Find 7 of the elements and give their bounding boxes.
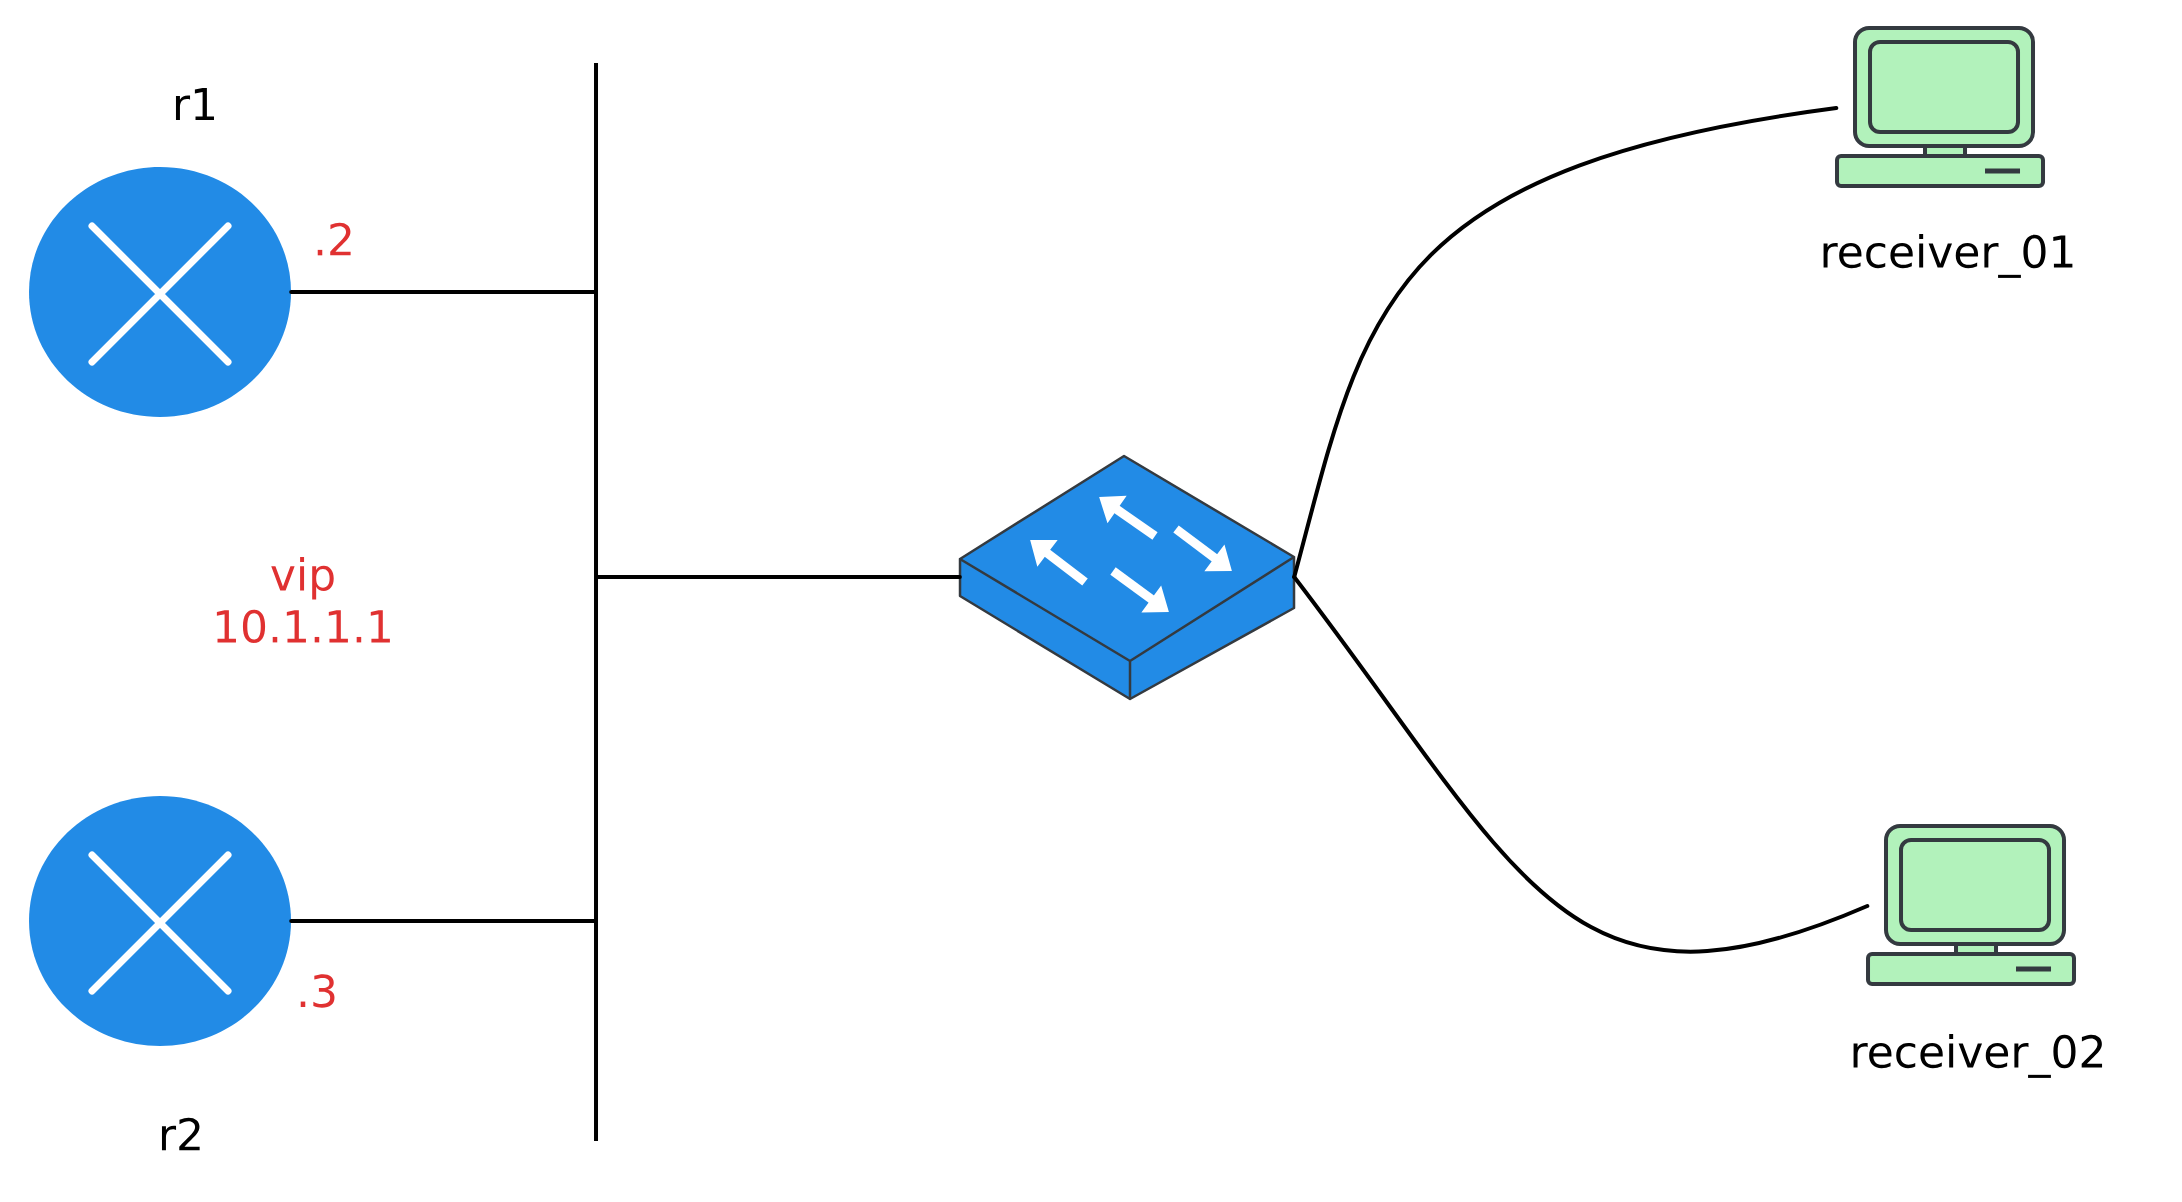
node-label: receiver_02 — [1853, 1034, 2103, 1078]
node-label: r1 — [175, 87, 214, 121]
node-label: r2 — [161, 1117, 200, 1151]
address-label: vip 10.1.1.1 — [216, 557, 390, 644]
switch-drawing — [958, 454, 1296, 701]
node-label: receiver_01 — [1823, 234, 2073, 278]
address-label: .2 — [317, 222, 351, 256]
